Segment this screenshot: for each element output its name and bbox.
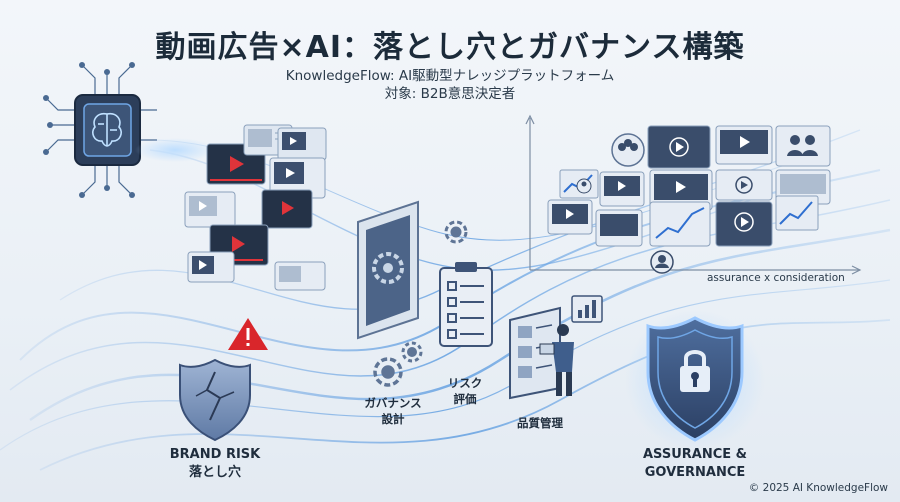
video-card [547,199,593,235]
quality-management-label: 品質管理 [517,416,563,430]
video-card [715,169,773,201]
ai-chip-icon [43,62,157,198]
chart-caption: assurance x consideration [707,272,845,284]
analytics-tiles [547,125,831,274]
video-card [187,251,235,283]
gear-icon [444,220,468,244]
video-card [647,125,711,169]
subtitle-audience: 対象: B2B意思決定者 [384,86,516,102]
people-icon [611,133,645,167]
broken-shield-icon [179,358,251,442]
video-card [274,261,326,291]
copyright: © 2025 AI KnowledgeFlow [748,482,888,494]
subtitle-platform: KnowledgeFlow: AI駆動型ナレッジプラットフォーム [285,68,615,84]
line-chart-icon [649,201,711,247]
video-card [277,127,327,161]
video-card [261,189,313,229]
avatar-icon [650,250,674,274]
mini-chart-icon [571,295,603,323]
video-card [184,191,236,228]
people-icon [775,125,831,167]
governance-design-label: ガバナンス 設計 [364,396,422,426]
video-card [715,125,773,165]
quality-dashboard-icon [509,306,561,400]
assurance-governance-label: ASSURANCE & GOVERNANCE [643,447,747,480]
gear-icon [373,357,403,387]
video-card [649,169,713,211]
clipboard-checklist-icon [439,262,493,347]
video-card [599,171,645,207]
brand-risk-label: BRAND RISK 落とし穴 [169,447,261,480]
person-icon [539,324,574,396]
page-title: 動画広告×AI：落とし穴とガバナンス構築 [155,30,745,65]
video-cards-cluster [184,124,327,291]
video-card [715,201,773,247]
avatar-icon [576,178,592,194]
line-chart-icon [775,195,819,231]
lock-shield-icon [646,316,744,442]
governance-panel [357,200,419,340]
brain-icon [92,112,122,147]
video-card [595,209,643,247]
risk-evaluation-label: リスク 評価 [447,376,483,406]
gear-icon [401,341,423,363]
warning-icon [228,318,268,350]
chart-axes [525,114,862,275]
